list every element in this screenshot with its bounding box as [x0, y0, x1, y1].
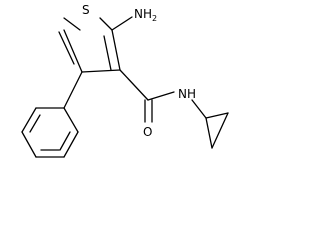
bond-c2-c3 [111, 29, 121, 71]
bond-c4-c5-double [58, 31, 75, 65]
atom-label-amide-n: N [178, 87, 187, 101]
bond-cp-2 [205, 117, 213, 149]
bond-cp-1 [205, 112, 229, 119]
atom-label-oxygen: O [143, 125, 152, 139]
atom-label-amine-n: NH2 [134, 7, 157, 23]
bond-cp-3 [211, 112, 229, 149]
bond-c2-nh2 [111, 16, 133, 31]
bond-c4-c5 [63, 29, 83, 73]
bond-ph-inner-1 [59, 131, 71, 151]
bond-s-c2 [99, 17, 113, 31]
phenyl-ring [21, 107, 79, 158]
atom-label-amide-h: H [187, 87, 196, 101]
bond-carbonyl-n [147, 91, 175, 101]
bond-n-cyclopropyl [191, 99, 207, 119]
bond-ph-2 [63, 131, 79, 158]
carboxamide-group [119, 69, 175, 123]
bond-ph-1 [63, 107, 79, 133]
bond-ph-inner-2 [29, 114, 41, 133]
bond-s-c5 [63, 17, 81, 31]
bond-c2-c3-double [103, 35, 112, 71]
bond-c3-carbonyl [119, 69, 149, 101]
atom-label-sulfur: S [82, 3, 90, 17]
thiophene-ring [58, 17, 121, 73]
bond-c3-c4 [81, 69, 121, 73]
chemical-structure-diagram: S NH2 O N H [21, 3, 229, 158]
bond-c4-phenyl [63, 71, 83, 109]
bond-ph-4 [21, 131, 37, 158]
bond-ph-5 [21, 107, 37, 133]
cyclopropyl-ring [205, 112, 229, 149]
